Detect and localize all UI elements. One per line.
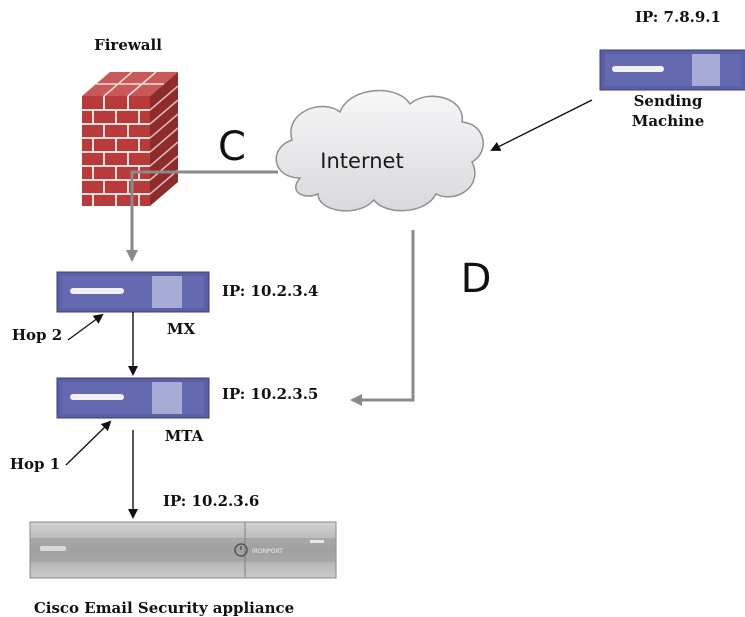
firewall-label: Firewall [94, 36, 162, 54]
hop-2-label: Hop 2 [12, 326, 62, 344]
mta-ip: IP: 10.2.3.5 [222, 385, 318, 403]
appliance-panel-text: IRONPORT [252, 548, 283, 555]
send-to-internet-arrow [490, 99, 593, 151]
path-c-line [126, 170, 278, 262]
mx-name: MX [167, 320, 196, 338]
hop-1-arrow [65, 420, 112, 466]
hop-2-arrow [67, 313, 104, 341]
sending-machine-name-line2: Machine [632, 112, 705, 130]
internet-cloud-icon [275, 89, 484, 212]
sending-machine-ip: IP: 7.8.9.1 [635, 8, 721, 26]
mta-name: MTA [165, 427, 204, 445]
sending-machine-server-icon [599, 49, 745, 91]
path-c-label: C [218, 124, 246, 170]
appliance-ip: IP: 10.2.3.6 [163, 492, 259, 510]
path-d-line [350, 230, 415, 406]
firewall-icon [82, 71, 179, 206]
mx-ip: IP: 10.2.3.4 [222, 282, 318, 300]
appliance-name: Cisco Email Security appliance [34, 599, 294, 617]
path-d-label: D [461, 256, 492, 302]
hop-1-label: Hop 1 [10, 455, 60, 473]
appliance-icon [29, 521, 337, 579]
mx-server-icon [56, 271, 210, 313]
mta-server-icon [56, 377, 210, 419]
internet-label: Internet [320, 149, 403, 173]
sending-machine-name-line1: Sending [634, 92, 703, 110]
